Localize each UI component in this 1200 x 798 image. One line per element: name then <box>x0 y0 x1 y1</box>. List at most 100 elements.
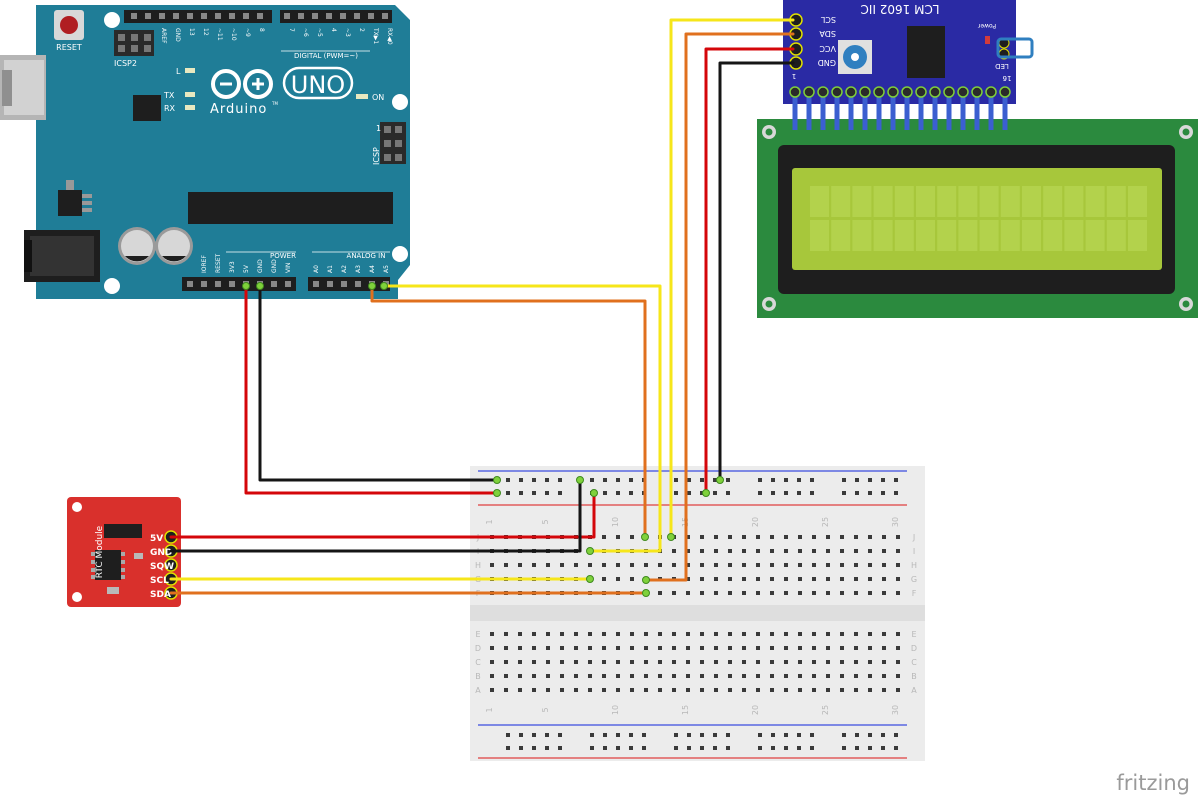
bb-hole[interactable] <box>490 563 494 567</box>
bb-hole[interactable] <box>616 535 620 539</box>
bb-hole[interactable] <box>726 733 730 737</box>
bb-hole[interactable] <box>868 549 872 553</box>
bb-hole[interactable] <box>812 674 816 678</box>
wire-5v-arduino-to-rail[interactable] <box>244 284 499 495</box>
bb-hole[interactable] <box>546 674 550 678</box>
bb-hole[interactable] <box>758 746 762 750</box>
bb-hole[interactable] <box>826 549 830 553</box>
bb-hole[interactable] <box>658 660 662 664</box>
bb-hole[interactable] <box>882 632 886 636</box>
bb-hole[interactable] <box>616 746 620 750</box>
bb-hole[interactable] <box>896 577 900 581</box>
bb-hole[interactable] <box>881 746 885 750</box>
bb-hole[interactable] <box>868 563 872 567</box>
bb-hole[interactable] <box>742 688 746 692</box>
bb-hole[interactable] <box>840 549 844 553</box>
bb-hole[interactable] <box>616 632 620 636</box>
bb-hole[interactable] <box>629 478 633 482</box>
bb-hole[interactable] <box>532 660 536 664</box>
bb-hole[interactable] <box>574 660 578 664</box>
bb-hole[interactable] <box>560 660 564 664</box>
bb-hole[interactable] <box>896 535 900 539</box>
bb-hole[interactable] <box>826 660 830 664</box>
bb-hole[interactable] <box>798 535 802 539</box>
bb-hole[interactable] <box>826 646 830 650</box>
bb-hole[interactable] <box>812 535 816 539</box>
bb-hole[interactable] <box>519 491 523 495</box>
bb-hole[interactable] <box>642 746 646 750</box>
bb-hole[interactable] <box>798 563 802 567</box>
bb-hole[interactable] <box>546 632 550 636</box>
bb-hole[interactable] <box>518 632 522 636</box>
bb-hole[interactable] <box>603 746 607 750</box>
bb-hole[interactable] <box>728 591 732 595</box>
bb-hole[interactable] <box>490 646 494 650</box>
bb-hole[interactable] <box>603 733 607 737</box>
bb-hole[interactable] <box>616 733 620 737</box>
bb-hole[interactable] <box>629 733 633 737</box>
bb-hole[interactable] <box>854 549 858 553</box>
bb-hole[interactable] <box>784 733 788 737</box>
bb-hole[interactable] <box>726 746 730 750</box>
bb-hole[interactable] <box>810 733 814 737</box>
bb-hole[interactable] <box>726 478 730 482</box>
bb-hole[interactable] <box>714 535 718 539</box>
bb-hole[interactable] <box>770 674 774 678</box>
bb-hole[interactable] <box>784 549 788 553</box>
bb-hole[interactable] <box>532 632 536 636</box>
bb-hole[interactable] <box>714 688 718 692</box>
bb-hole[interactable] <box>700 577 704 581</box>
bb-hole[interactable] <box>882 577 886 581</box>
bb-hole[interactable] <box>588 660 592 664</box>
bb-hole[interactable] <box>700 674 704 678</box>
bb-hole[interactable] <box>770 591 774 595</box>
bb-hole[interactable] <box>758 491 762 495</box>
bb-hole[interactable] <box>798 646 802 650</box>
bb-hole[interactable] <box>658 674 662 678</box>
bb-hole[interactable] <box>855 491 859 495</box>
bb-hole[interactable] <box>504 674 508 678</box>
bb-hole[interactable] <box>519 733 523 737</box>
bb-hole[interactable] <box>868 632 872 636</box>
bb-hole[interactable] <box>840 563 844 567</box>
bb-hole[interactable] <box>602 688 606 692</box>
bb-hole[interactable] <box>882 646 886 650</box>
bb-hole[interactable] <box>784 646 788 650</box>
bb-hole[interactable] <box>840 632 844 636</box>
bb-hole[interactable] <box>686 577 690 581</box>
bb-hole[interactable] <box>840 591 844 595</box>
bb-hole[interactable] <box>672 646 676 650</box>
bb-hole[interactable] <box>842 478 846 482</box>
bb-hole[interactable] <box>798 688 802 692</box>
wire-scl-lcd[interactable] <box>669 18 795 539</box>
bb-hole[interactable] <box>728 563 732 567</box>
bb-hole[interactable] <box>630 646 634 650</box>
bb-hole[interactable] <box>810 491 814 495</box>
bb-hole[interactable] <box>588 646 592 650</box>
bb-hole[interactable] <box>840 660 844 664</box>
bb-hole[interactable] <box>687 491 691 495</box>
bb-hole[interactable] <box>602 674 606 678</box>
bb-hole[interactable] <box>756 577 760 581</box>
bb-hole[interactable] <box>686 591 690 595</box>
bb-hole[interactable] <box>588 632 592 636</box>
bb-hole[interactable] <box>518 674 522 678</box>
bb-hole[interactable] <box>714 549 718 553</box>
bb-hole[interactable] <box>700 591 704 595</box>
wire-5v-rtc[interactable] <box>169 491 596 539</box>
bb-hole[interactable] <box>728 674 732 678</box>
backlight-jumper[interactable] <box>996 37 1034 60</box>
bb-hole[interactable] <box>894 478 898 482</box>
wire-sda-lcd[interactable] <box>644 32 795 582</box>
bb-hole[interactable] <box>504 646 508 650</box>
bb-hole[interactable] <box>784 577 788 581</box>
bb-hole[interactable] <box>798 591 802 595</box>
bb-hole[interactable] <box>558 733 562 737</box>
bb-hole[interactable] <box>868 746 872 750</box>
bb-hole[interactable] <box>868 660 872 664</box>
bb-hole[interactable] <box>826 632 830 636</box>
bb-hole[interactable] <box>519 746 523 750</box>
bb-hole[interactable] <box>770 549 774 553</box>
bb-hole[interactable] <box>798 577 802 581</box>
bb-hole[interactable] <box>810 746 814 750</box>
